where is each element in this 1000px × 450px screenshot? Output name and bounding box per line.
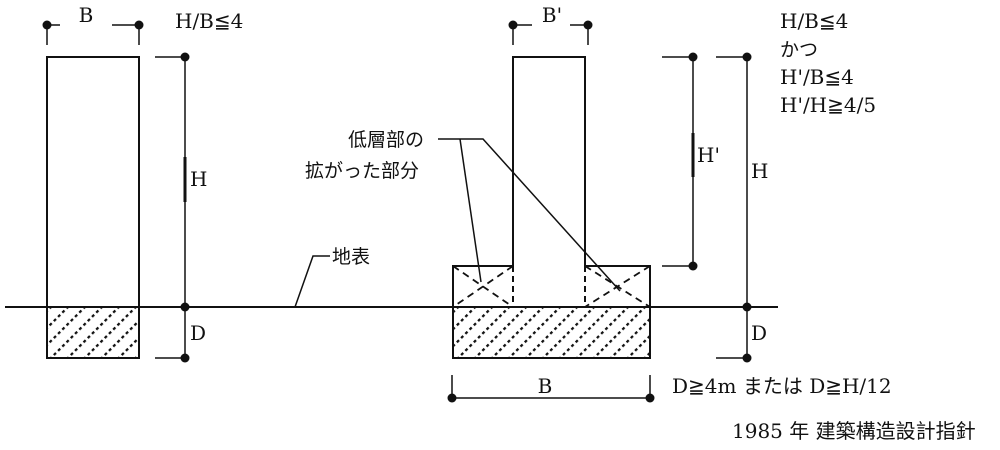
podium-right-cross — [584, 265, 651, 308]
right-height-label: H — [751, 159, 768, 183]
podium-annotation: 低層部の 拡がった部分 — [305, 129, 621, 292]
tower-width-dimension: B' — [508, 3, 593, 45]
right-building-basement — [452, 306, 651, 359]
dimension-dot — [447, 393, 457, 403]
podium-label-line1: 低層部の — [348, 129, 424, 151]
embedment-condition: D≧4m または D≧H/12 — [672, 374, 892, 398]
dimension-dot — [742, 353, 752, 363]
left-building-basement — [46, 306, 140, 359]
dimension-dot — [180, 302, 190, 312]
tower-width-label: B' — [542, 3, 562, 27]
dimension-dot — [42, 20, 52, 30]
dimension-dot — [688, 52, 698, 62]
ground-annotation: 地表 — [294, 246, 370, 308]
left-condition: H/B≦4 — [175, 9, 243, 33]
tower-outline — [512, 56, 586, 266]
podium-left-cross — [452, 265, 514, 308]
left-depth-label: D — [190, 321, 206, 345]
dimension-dot — [645, 393, 655, 403]
left-height-dimension: H D — [155, 52, 207, 363]
right-height-dimension: H D — [716, 52, 768, 363]
dimension-dot — [742, 302, 752, 312]
dimension-dot — [688, 261, 698, 271]
ground-label: 地表 — [332, 246, 370, 268]
left-building-above-ground — [46, 56, 140, 308]
source-citation: 1985 年 建築構造設計指針 — [732, 419, 976, 443]
dimension-dot — [508, 20, 518, 30]
dimension-dot — [134, 20, 144, 30]
right-depth-label: D — [751, 321, 767, 345]
dimension-dot — [180, 52, 190, 62]
tower-height-dimension: H' — [662, 52, 720, 271]
dimension-dot — [742, 52, 752, 62]
dimension-dot — [180, 353, 190, 363]
right-conditions: H/B≦4 かつ H'/B≦4 H'/H≧4/5 — [780, 9, 876, 117]
left-building — [46, 56, 140, 359]
left-width-dimension: B — [42, 3, 144, 45]
tower-height-label: H' — [697, 143, 720, 167]
dimension-dot — [583, 20, 593, 30]
left-height-label: H — [190, 167, 207, 191]
base-width-label: B — [538, 374, 553, 398]
condition-line: H'/B≦4 — [780, 65, 854, 89]
condition-line: かつ — [780, 39, 818, 61]
left-width-label: B — [79, 3, 94, 27]
condition-line: H/B≦4 — [780, 9, 848, 33]
condition-line: H'/H≧4/5 — [780, 93, 876, 117]
podium-label-line2: 拡がった部分 — [305, 160, 419, 182]
base-width-dimension: B — [447, 374, 655, 403]
right-building — [452, 56, 651, 359]
